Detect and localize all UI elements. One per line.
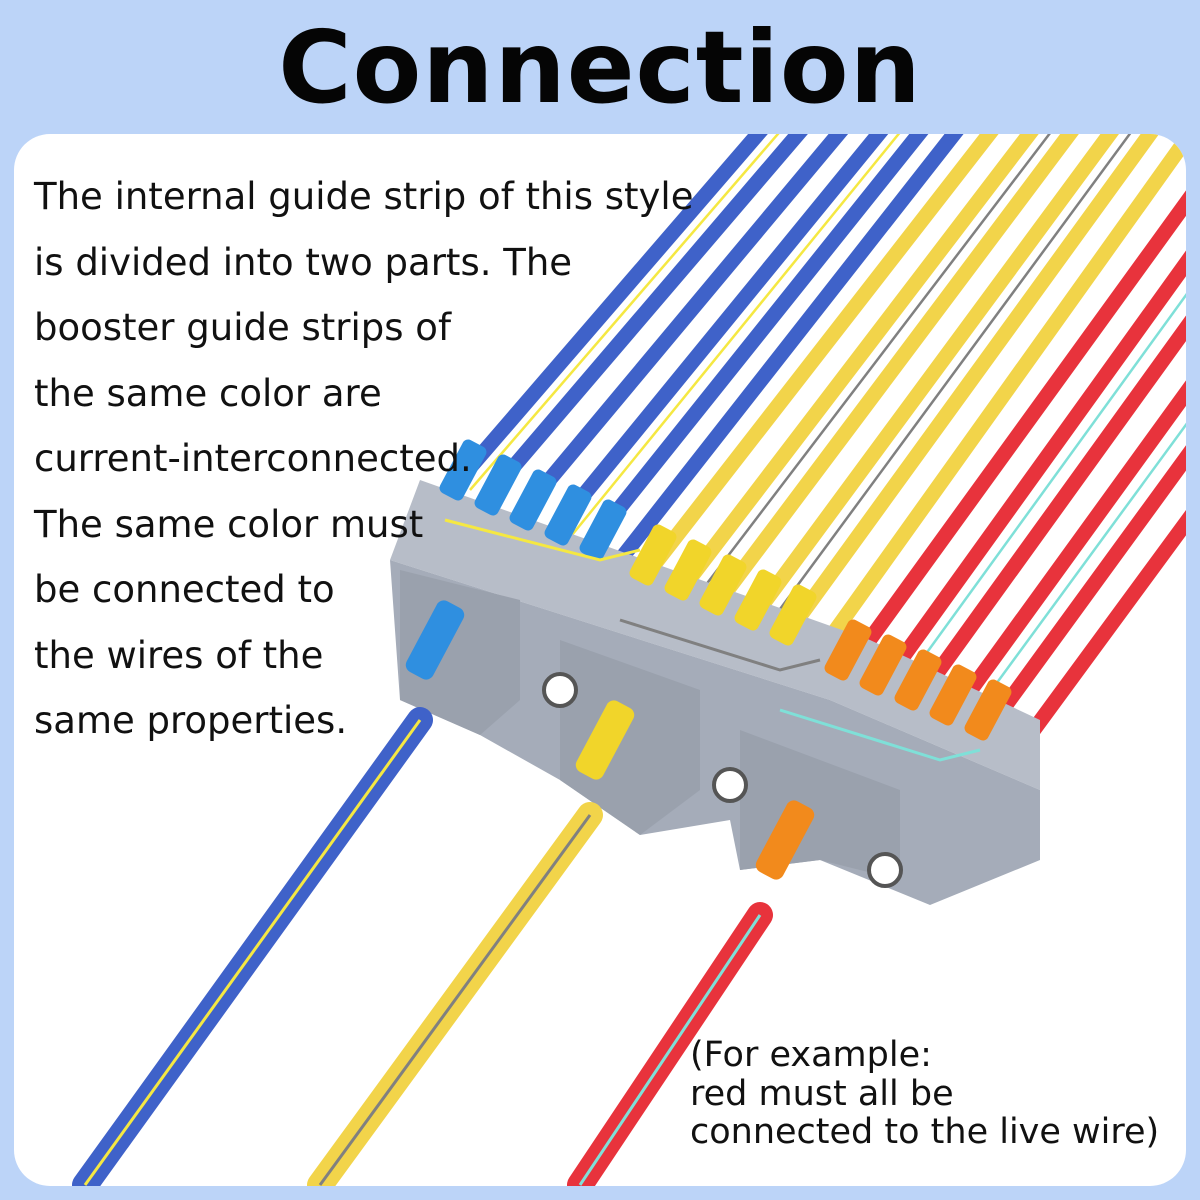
description-text: The internal guide strip of this style i… <box>34 164 693 754</box>
description-line: The same color must <box>34 502 424 546</box>
output-wires <box>447 134 1186 743</box>
yellow-output-wires <box>642 134 1186 653</box>
description-line: the wires of the <box>34 633 324 677</box>
orange-levers <box>755 619 1012 880</box>
blue-output-wires <box>447 134 964 568</box>
red-output-wires <box>847 190 1186 743</box>
mounting-holes <box>542 672 903 888</box>
wire-connector-illustration <box>72 134 1186 1186</box>
yellow-levers <box>575 524 817 780</box>
description-line: same properties. <box>34 699 348 742</box>
input-wires <box>72 707 773 1186</box>
description-line: the same color are <box>34 371 382 415</box>
connector-blocks <box>390 439 1040 905</box>
internal-guide-strips <box>444 518 981 762</box>
description-line: The internal guide strip of this style <box>34 175 694 218</box>
content-panel: The internal guide strip of this style i… <box>14 134 1186 1186</box>
output-current-paths <box>469 134 1186 711</box>
description-line: is divided into two parts. The <box>34 240 573 284</box>
example-note: (For example: red must all be connected … <box>690 1036 1159 1152</box>
description-line: booster guide strips of <box>34 306 451 349</box>
example-line: red must all be <box>690 1073 954 1114</box>
example-line: (For example: <box>690 1035 932 1075</box>
description-line: be connected to <box>34 568 335 611</box>
example-line: connected to the live wire) <box>690 1112 1160 1152</box>
description-line: current-interconnected. <box>34 437 472 480</box>
blue-levers <box>405 439 627 680</box>
